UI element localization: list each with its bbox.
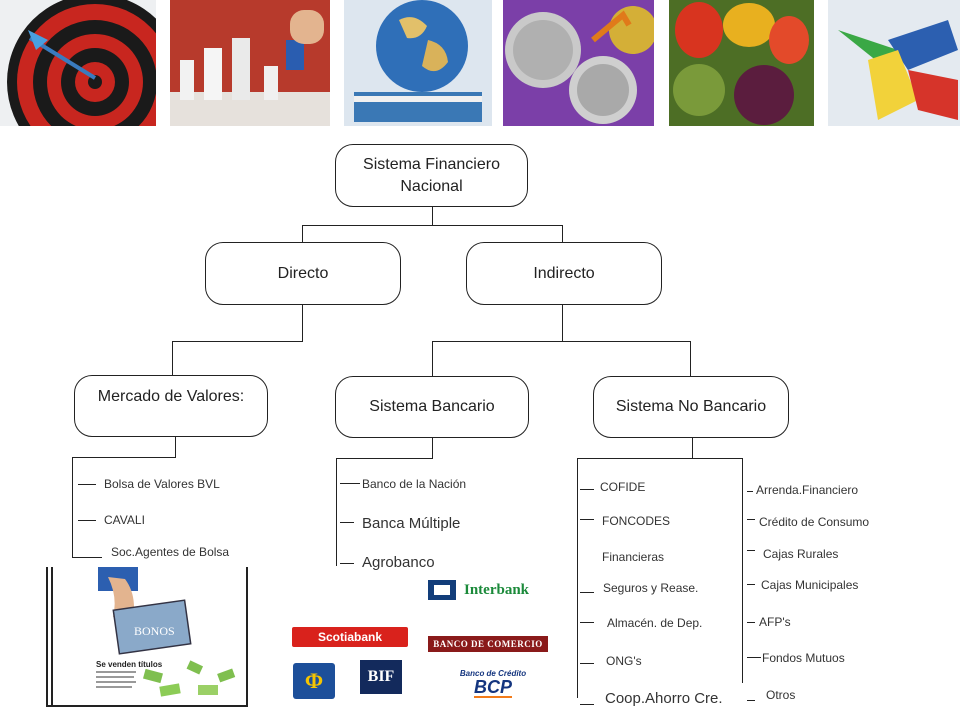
- node-directo: Directo: [205, 242, 401, 305]
- clipart-headline: Se venden títulos: [96, 660, 163, 669]
- list-tick: [340, 522, 354, 523]
- list-tick: [747, 584, 755, 585]
- bonos-clipart: BONOS Se venden títulos: [46, 567, 248, 707]
- list-item: FONCODES: [602, 514, 671, 528]
- banco-de-comercio-name: BANCO DE COMERCIO: [433, 639, 543, 649]
- photo-globe: [344, 0, 492, 126]
- list-tick: [747, 657, 761, 658]
- list-tick: [747, 622, 755, 623]
- banco-de-comercio-logo: BANCO DE COMERCIO: [428, 636, 548, 652]
- list-tick: [340, 563, 354, 564]
- list-item: Agrobanco: [362, 554, 435, 571]
- node-label: Indirecto: [533, 264, 595, 282]
- list-item: Bolsa de Valores BVL: [104, 477, 220, 491]
- list-item: AFP's: [759, 615, 791, 629]
- interbank-name: Interbank: [464, 581, 530, 598]
- interbank-mark: [428, 580, 456, 600]
- node-label: Directo: [277, 264, 329, 282]
- photo-hands: [828, 0, 960, 126]
- list-tick: [340, 483, 360, 484]
- list-item: Banco de la Nación: [362, 477, 467, 491]
- list-item: Fondos Mutuos: [762, 651, 845, 665]
- photo-chess: [170, 0, 330, 126]
- node-indirecto: Indirecto: [466, 242, 662, 305]
- list-tick: [580, 592, 594, 593]
- list-item: Arrenda.Financiero: [756, 483, 859, 497]
- list-item: Financieras: [602, 550, 665, 564]
- list-tick: [78, 484, 96, 485]
- bcp-top-text: Banco de Crédito: [459, 668, 527, 678]
- list-item: Cajas Municipales: [761, 578, 859, 592]
- bcp-name: BCP: [473, 676, 512, 698]
- node-sistema-bancario: Sistema Bancario: [335, 376, 529, 438]
- list-item: CAVALI: [104, 513, 145, 527]
- node-label: Nacional: [400, 177, 463, 195]
- list-item: COFIDE: [600, 480, 646, 494]
- bif-logo: BIF: [360, 660, 402, 694]
- list-item: Banca Múltiple: [362, 515, 461, 532]
- photo-vegetables: [669, 0, 814, 126]
- node-sistema-no-bancario: Sistema No Bancario: [593, 376, 789, 438]
- list-item: Soc.Agentes de Bolsa: [111, 545, 230, 559]
- list-item: ONG's: [606, 654, 642, 668]
- list-tick: [580, 704, 594, 705]
- list-tick: [747, 519, 755, 520]
- list-tick: [580, 663, 594, 664]
- list-item: Crédito de Consumo: [759, 515, 870, 529]
- node-label: Sistema Bancario: [369, 398, 495, 415]
- node-label: Sistema No Bancario: [615, 398, 767, 415]
- list-tick: [580, 622, 594, 623]
- node-sistema-financiero-nacional: Sistema Financiero Nacional: [335, 144, 528, 207]
- bonos-label: BONOS: [134, 624, 175, 638]
- list-tick: [747, 700, 755, 701]
- phi-icon: Φ: [304, 668, 324, 693]
- photo-dartboard: [0, 0, 156, 126]
- list-item: Coop.Ahorro Cre.: [605, 690, 723, 707]
- list-item: Otros: [766, 688, 796, 702]
- list-tick: [747, 491, 753, 492]
- list-tick: [747, 550, 755, 551]
- list-item: Cajas Rurales: [763, 547, 839, 561]
- node-mercado-de-valores: Mercado de Valores:: [74, 375, 268, 437]
- list-tick: [78, 520, 96, 521]
- photo-coins: [503, 0, 654, 126]
- bcp-logo: Banco de Crédito BCP: [444, 668, 542, 698]
- scotiabank-logo: Scotiabank: [292, 627, 408, 647]
- list-item: Almacén. de Dep.: [607, 616, 703, 630]
- bif-name: BIF: [367, 668, 395, 685]
- list-tick: [580, 489, 594, 490]
- banco-financiero-logo: Φ: [293, 663, 335, 699]
- interbank-logo: Interbank: [428, 577, 548, 603]
- node-label: Mercado de Valores:: [97, 388, 245, 405]
- list-item: Seguros y Rease.: [603, 581, 699, 595]
- node-label: Sistema Financiero: [363, 155, 500, 173]
- list-tick: [580, 519, 594, 520]
- scotiabank-name: Scotiabank: [317, 630, 383, 644]
